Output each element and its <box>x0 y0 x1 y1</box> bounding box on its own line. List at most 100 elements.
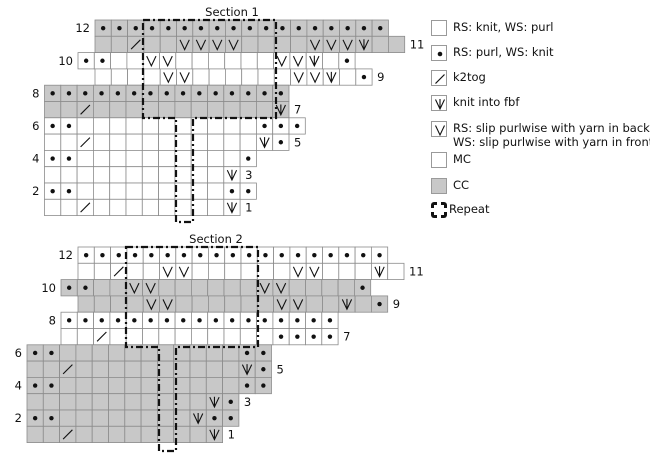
legend-item-slip: RS: slip purlwise with yarn in back WS: … <box>431 121 650 149</box>
purl-dot <box>182 25 187 31</box>
purl-dot <box>228 399 233 405</box>
purl-dot <box>100 58 105 63</box>
stitch-cell <box>77 262 95 280</box>
slip-mark <box>162 55 173 68</box>
stitch-cell <box>158 198 176 217</box>
purl-dot <box>166 25 171 31</box>
stitch-cell <box>109 101 127 119</box>
stitch-cell <box>322 52 340 70</box>
purl-dot <box>295 252 301 258</box>
chart-row-12: 12 <box>75 19 389 37</box>
stitch-cell <box>305 295 323 313</box>
stitch-cell <box>207 101 225 119</box>
stitch-cell <box>189 360 207 378</box>
stitch-cell <box>26 425 44 443</box>
stitch-cell <box>125 149 143 168</box>
section-title: Section 2 <box>189 232 243 246</box>
stitch-cell <box>290 35 308 53</box>
stitch-cell <box>60 101 78 119</box>
purl-dot <box>329 25 334 31</box>
stitch-cell <box>189 425 207 443</box>
stitch-cell <box>109 149 127 168</box>
stitch-cell <box>75 425 93 443</box>
purl-dot <box>280 25 285 31</box>
stitch-cell <box>223 328 241 346</box>
slip-mark <box>309 266 320 278</box>
chart-row-1: 1 <box>44 198 252 217</box>
stitch-cell <box>224 295 242 313</box>
stitch-cell <box>189 393 207 411</box>
stitch-cell <box>42 360 60 378</box>
purl-dot <box>213 318 219 323</box>
k2tog-slash <box>80 104 91 115</box>
chart-row-3: 3 <box>44 166 252 184</box>
slip-mark <box>326 39 337 51</box>
stitch-cell <box>337 279 355 297</box>
stitch-cell <box>44 101 62 119</box>
k2tog-slash <box>130 39 141 50</box>
purl-dot <box>361 74 367 80</box>
stitch-cell <box>207 149 225 168</box>
stitch-cell <box>140 376 158 395</box>
stitch-cell <box>93 117 111 135</box>
stitch-cell <box>205 376 224 395</box>
purl-dot <box>244 350 250 356</box>
purl-dot <box>246 91 251 96</box>
stitch-cell <box>338 262 356 280</box>
purl-dot <box>246 252 252 258</box>
stitch-cell <box>158 149 176 168</box>
purl-dot <box>100 25 106 31</box>
k2tog-slash <box>80 137 91 148</box>
stitch-cell <box>339 68 357 86</box>
purl-dot <box>66 318 72 323</box>
stitch-cell <box>109 166 127 184</box>
stitch-cell <box>26 393 44 411</box>
stitch-cell <box>93 101 111 119</box>
purl-dot <box>213 91 218 96</box>
stitch-cell <box>142 328 160 346</box>
stitch-cell <box>42 425 60 443</box>
stitch-cell <box>207 328 225 346</box>
stitch-cell <box>60 133 78 151</box>
fbf-mark <box>259 137 270 149</box>
stitch-cell <box>127 68 145 86</box>
purl-dot <box>148 318 153 323</box>
chart-row-9: 9 <box>94 68 384 86</box>
purl-dot <box>32 415 38 421</box>
purl-dot <box>230 252 236 258</box>
fbf-mark <box>309 55 320 68</box>
legend-swatch-blank <box>431 20 447 36</box>
purl-dot <box>133 25 138 31</box>
row-number: 12 <box>58 248 73 262</box>
purl-dot <box>377 301 382 307</box>
row-number: 4 <box>32 152 39 166</box>
slip-mark <box>129 282 140 295</box>
purl-dot <box>246 318 251 323</box>
slip-mark <box>309 72 321 84</box>
purl-dot <box>83 318 88 323</box>
stitch-cell <box>108 344 126 362</box>
slip-mark <box>146 55 157 68</box>
stitch-cell <box>59 409 77 427</box>
stitch-cell <box>109 198 127 217</box>
purl-dot <box>115 91 121 96</box>
purl-dot <box>197 318 202 323</box>
stitch-cell <box>44 198 62 217</box>
stitch-cell <box>174 133 192 151</box>
purl-dot <box>180 91 186 96</box>
stitch-cell <box>59 393 77 411</box>
purl-dot <box>344 252 350 258</box>
stitch-cell <box>109 133 127 151</box>
stitch-cell <box>174 166 192 184</box>
slip-mark <box>292 55 304 68</box>
stitch-cell <box>60 198 78 217</box>
legend-label: k2tog <box>453 70 486 84</box>
stitch-cell <box>158 133 176 151</box>
stitch-cell <box>256 52 274 70</box>
fbf-mark <box>275 104 286 117</box>
row-number: 8 <box>32 86 39 100</box>
stitch-cell <box>91 360 109 378</box>
stitch-cell <box>91 344 109 362</box>
chart-row-2: 2 <box>15 409 240 427</box>
